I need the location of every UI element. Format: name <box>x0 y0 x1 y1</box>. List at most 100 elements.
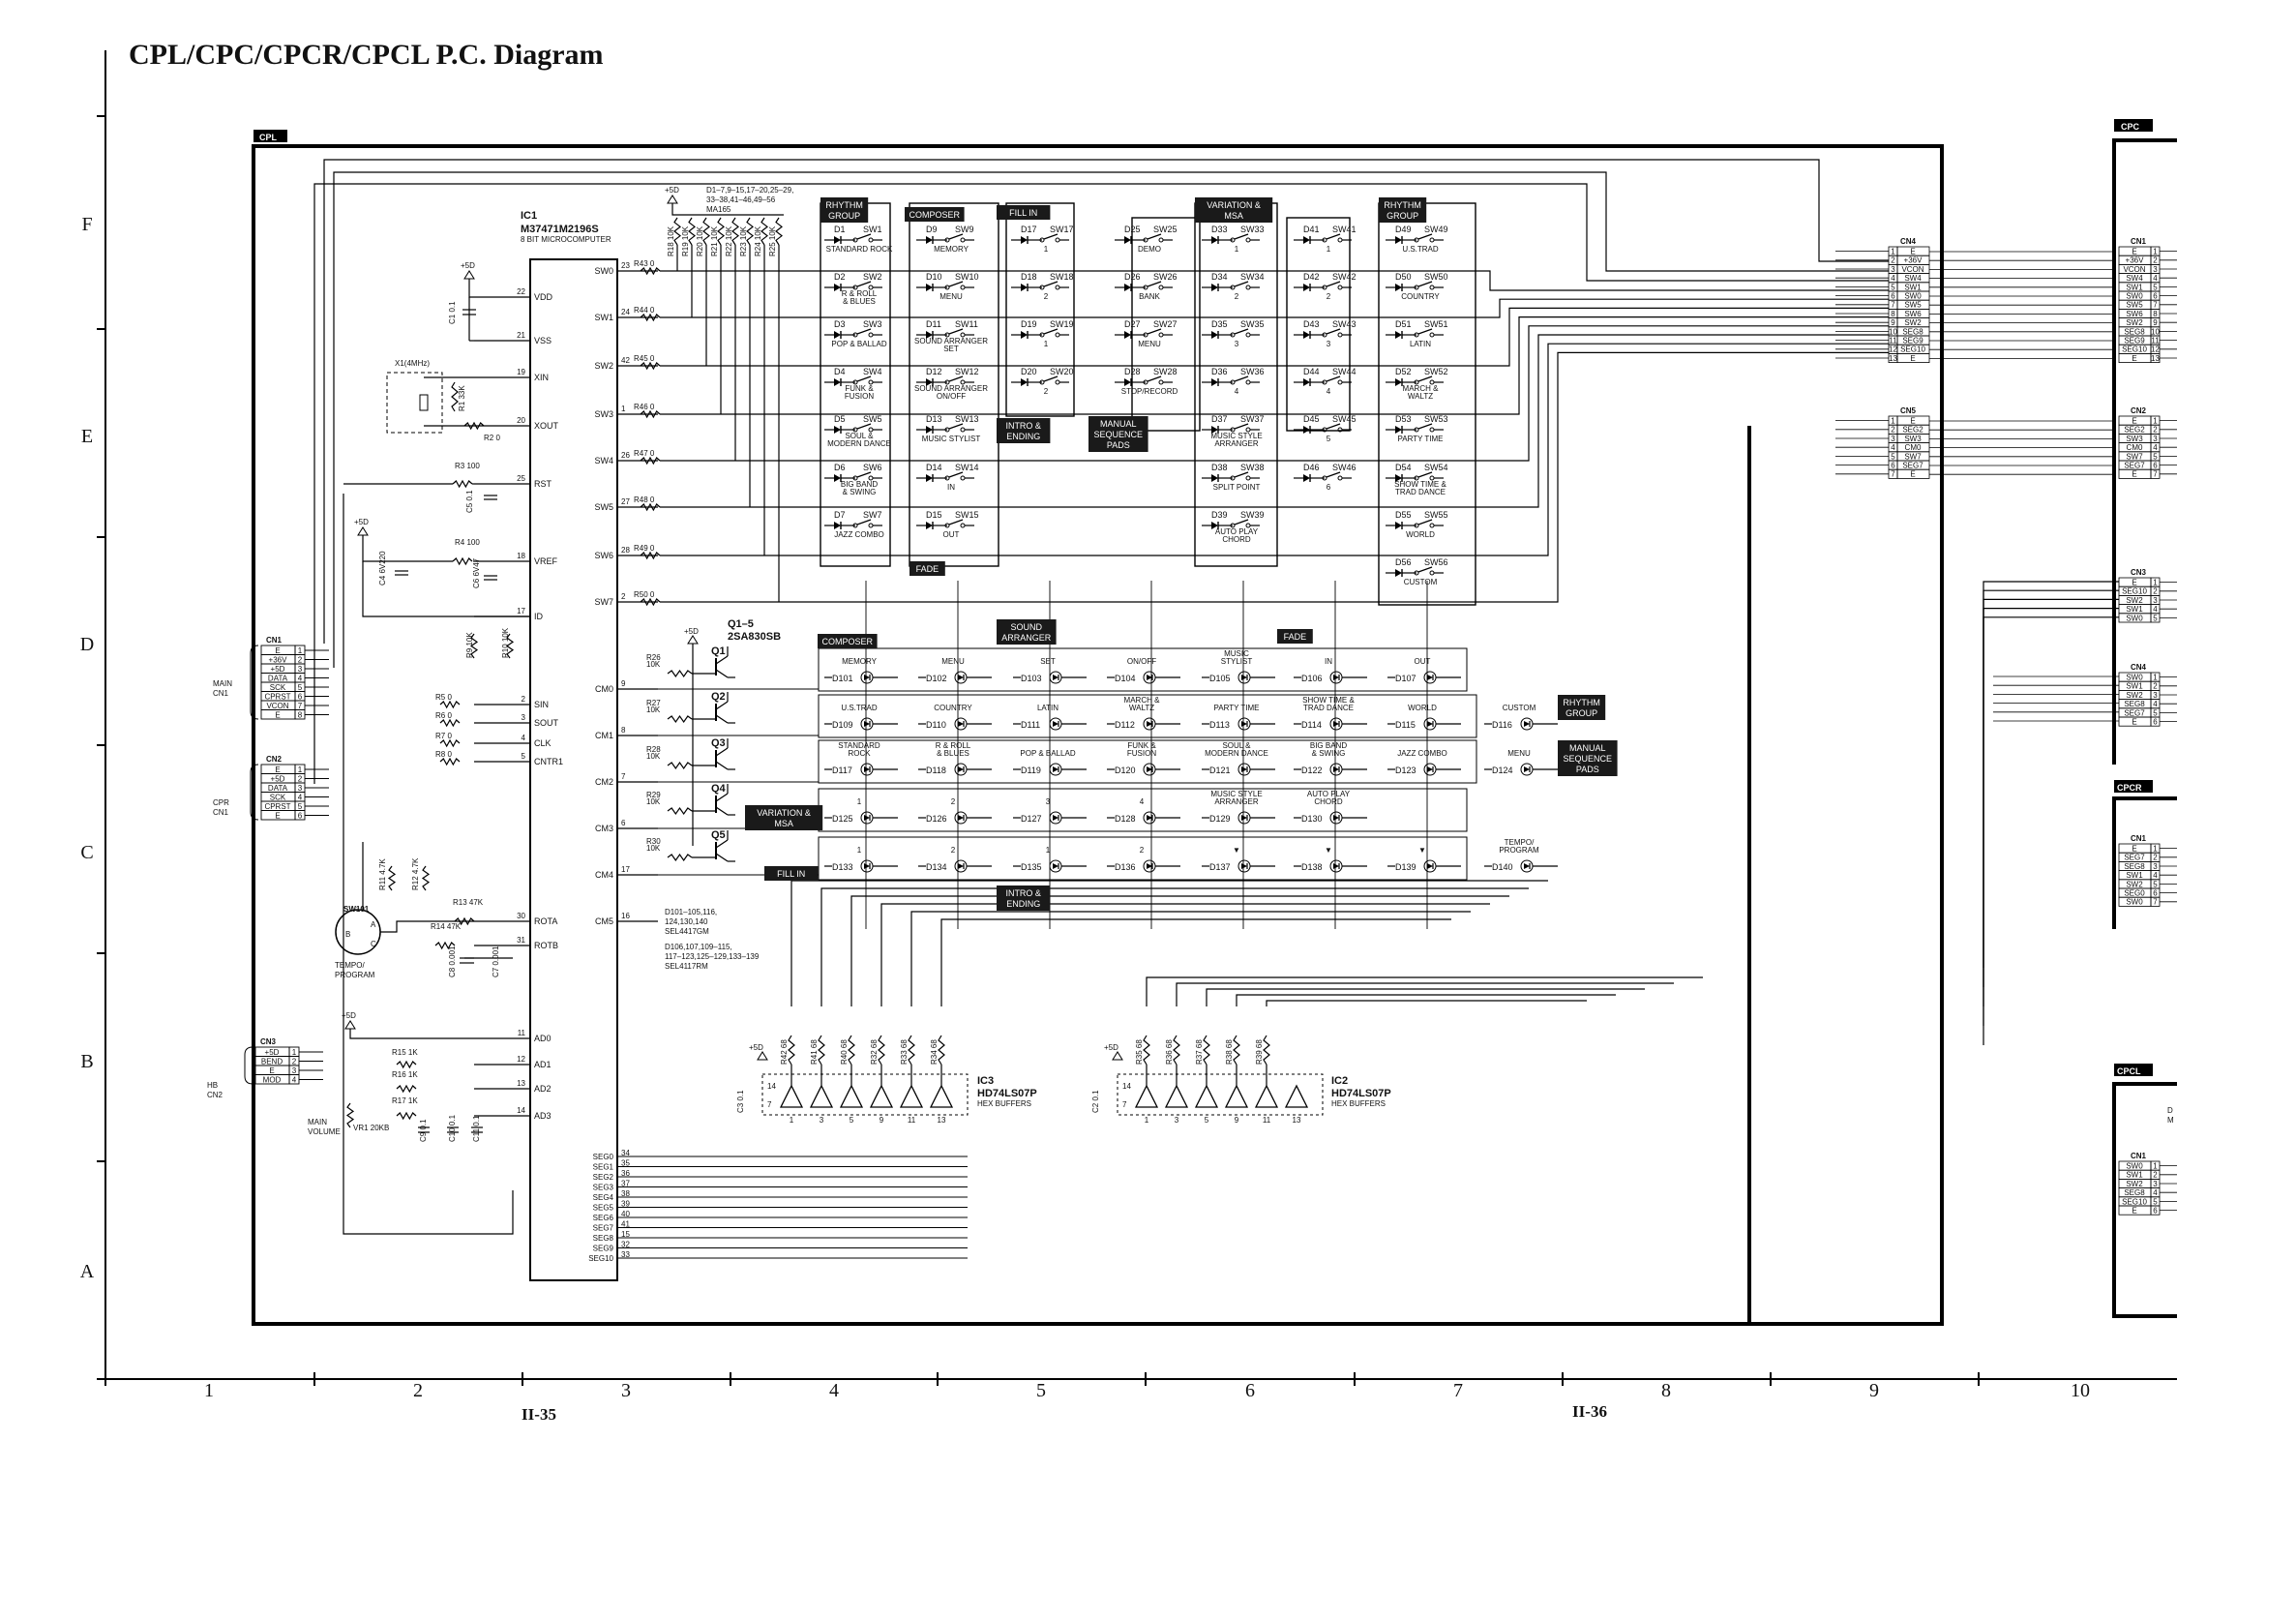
connector-ref: CN2 <box>266 755 283 764</box>
switch-label: 3 <box>1235 340 1239 348</box>
buffer-pin: 1 <box>790 1116 794 1125</box>
led-label: JAZZ COMBO <box>1397 749 1447 758</box>
diode-ref: D7 <box>834 510 846 520</box>
led-label: MARCH & <box>1124 696 1161 705</box>
connector-pin: SW1 <box>2126 871 2143 880</box>
resistor-symbol <box>775 217 783 246</box>
row-label: C <box>80 842 93 863</box>
switch-symbol <box>1143 375 1164 385</box>
led-ref: D106 <box>1301 674 1323 683</box>
diode-ref: D44 <box>1303 367 1320 376</box>
row-label: F <box>81 214 92 235</box>
connector-ref: CN1 <box>266 636 283 645</box>
connector-pin-number: 2 <box>298 775 303 784</box>
diode-ref: D42 <box>1303 272 1320 282</box>
diode-ref: D17 <box>1021 225 1037 234</box>
diode-ref: D34 <box>1211 272 1228 282</box>
buffer-gate <box>1134 1084 1159 1108</box>
connector-pin: SCK <box>270 794 286 802</box>
component-label: R14 47K <box>431 922 462 931</box>
switch-label: CHORD <box>1222 535 1251 544</box>
led-symbol <box>860 811 874 825</box>
switch-ref: SW36 <box>1240 367 1265 376</box>
group-tag-text: ENDING <box>1006 432 1040 441</box>
ic1-pin-name: VDD <box>534 292 553 302</box>
buffer-pin: 11 <box>1263 1116 1271 1125</box>
resistor-symbol <box>1143 1035 1150 1066</box>
led-ref: D124 <box>1492 765 1513 775</box>
connector-pin-number: 4 <box>2153 605 2158 614</box>
resistor-symbol <box>451 381 459 412</box>
supply-label: +5D <box>461 261 475 270</box>
ic1-pin-number: 6 <box>621 819 626 827</box>
buffer-ref: IC3 <box>977 1075 994 1087</box>
switch-label: & SWING <box>843 488 877 496</box>
led-symbol <box>1423 717 1437 731</box>
connector-pin: SEG10 <box>1900 345 1925 354</box>
ic1-seg-name: SEG6 <box>593 1214 614 1222</box>
connector-pin: SW4 <box>2126 274 2143 283</box>
connector-pin-number: 1 <box>292 1048 297 1057</box>
connector-name: CPR <box>213 798 229 807</box>
group-tag-text: SEQUENCE <box>1094 430 1144 439</box>
connector-pin: +36V <box>1904 256 1923 265</box>
connector-pin: E <box>2132 417 2136 426</box>
switch-ref: SW12 <box>955 367 979 376</box>
resistor-symbol <box>345 1102 355 1128</box>
connector-pin: SEG9 <box>1902 337 1923 345</box>
cpcl-board: CPCL <box>2112 1064 2177 1318</box>
ic1-pin-number: 15 <box>621 1230 630 1239</box>
switch-label: 2 <box>1044 387 1049 396</box>
connector-pin: E <box>1910 470 1915 479</box>
switch-ref: SW17 <box>1050 225 1074 234</box>
switch-label: AUTO PLAY <box>1215 527 1259 536</box>
buffer-pin: 11 <box>908 1116 916 1125</box>
connector-pin: SEG2 <box>1902 426 1923 435</box>
switch-symbol <box>1230 423 1251 433</box>
diode-symbol <box>1395 378 1403 386</box>
led-label: 3 <box>1046 797 1051 806</box>
switch-symbol <box>852 423 874 433</box>
led-ref: D125 <box>832 814 853 824</box>
diode-symbol <box>1303 474 1311 482</box>
switch-symbol <box>944 281 966 290</box>
row-label: A <box>80 1261 95 1282</box>
switch-symbol <box>852 519 874 528</box>
connector-pin: SEG9 <box>2124 337 2145 345</box>
led-symbol <box>1143 811 1156 825</box>
connector-pin-number: 2 <box>2153 256 2158 265</box>
led-label: WALTZ <box>1129 704 1154 712</box>
resistor-symbol <box>439 757 461 766</box>
connector-name: HB <box>207 1081 218 1090</box>
switch-ref: SW15 <box>955 510 979 520</box>
resistor-symbol <box>938 1035 945 1066</box>
switch-label: POP & BALLAD <box>831 340 886 348</box>
buffer-pin: 1 <box>1145 1116 1149 1125</box>
connector-pin: CPRST <box>264 693 290 702</box>
ic1-pin-name: SW6 <box>594 551 613 560</box>
ic1-pin-number: 25 <box>517 474 525 483</box>
ic1-pin-number: 16 <box>621 912 630 920</box>
connector-pin: VCON <box>266 702 288 710</box>
diode-symbol <box>834 236 842 244</box>
connector-pin-number: 3 <box>2153 691 2158 700</box>
led-note: SEL4417GM <box>665 927 709 936</box>
switch-label: SOUL & <box>845 432 874 440</box>
led-label: IN <box>1325 657 1332 666</box>
switch-ref: SW26 <box>1153 272 1178 282</box>
column-label: 8 <box>1661 1380 1671 1401</box>
connector-name: CN1 <box>213 808 229 817</box>
switch-symbol <box>944 375 966 385</box>
resistor-symbol <box>667 806 693 816</box>
column-label: 6 <box>1245 1380 1255 1401</box>
connector-pin: SW1 <box>2126 605 2143 614</box>
group-tag: INTRO &ENDING <box>997 886 1051 911</box>
connector-ref: CN3 <box>260 1037 277 1046</box>
